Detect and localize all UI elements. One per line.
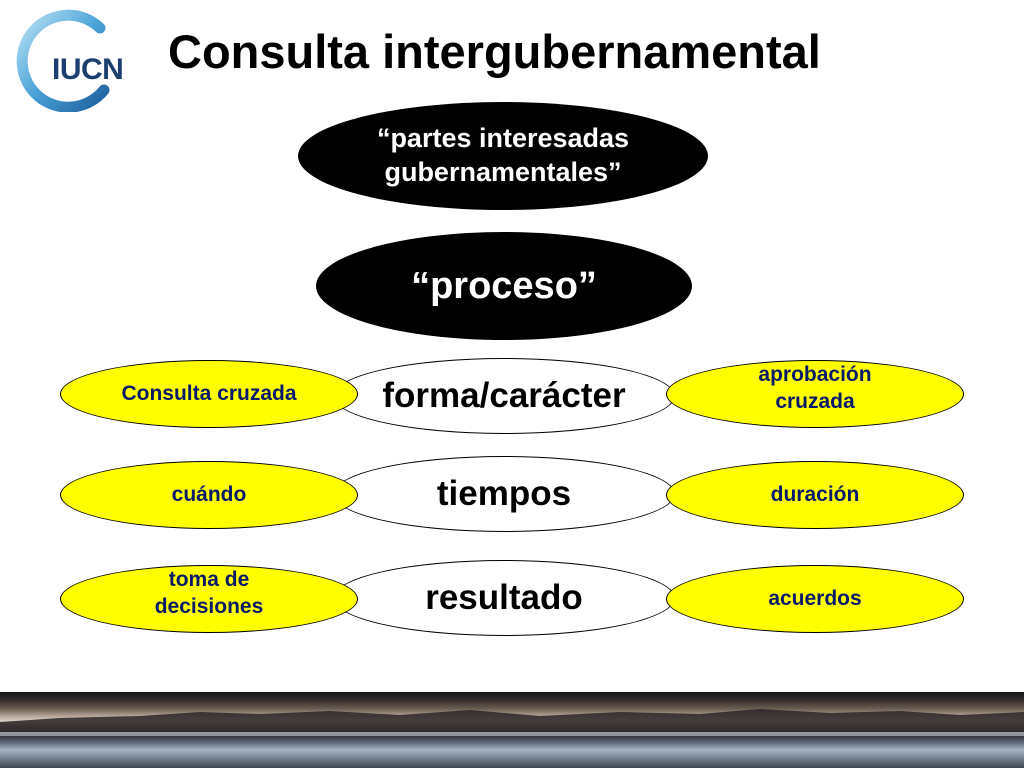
node-aprobacion-line2: cruzada bbox=[775, 390, 855, 413]
node-duracion: duración bbox=[666, 461, 964, 529]
node-aprobacion-cruzada: aprobación cruzada bbox=[666, 360, 964, 428]
node-aprobacion-line1: aprobación bbox=[758, 362, 872, 386]
node-proceso-label: “proceso” bbox=[411, 264, 597, 307]
node-proceso: “proceso” bbox=[316, 232, 692, 340]
node-forma-label: forma/carácter bbox=[382, 376, 626, 415]
node-toma-de-decisiones: toma de decisiones bbox=[60, 565, 358, 633]
landscape-banner bbox=[0, 692, 1024, 768]
node-consulta-cruzada: Consulta cruzada bbox=[60, 360, 358, 428]
node-forma-caracter: forma/carácter bbox=[333, 358, 675, 434]
iucn-logo: IUCN bbox=[12, 8, 124, 113]
node-partes-line1: “partes interesadas bbox=[376, 123, 630, 154]
node-acuerdos: acuerdos bbox=[666, 565, 964, 633]
node-duracion-label: duración bbox=[770, 483, 860, 507]
mountain-silhouette-icon bbox=[0, 709, 1024, 736]
node-tiempos-label: tiempos bbox=[436, 474, 572, 513]
node-acuerdos-label: acuerdos bbox=[768, 587, 862, 611]
node-cuando: cuándo bbox=[60, 461, 358, 529]
node-tiempos: tiempos bbox=[333, 456, 675, 532]
node-consulta-cruzada-label: Consulta cruzada bbox=[121, 382, 297, 406]
node-partes-interesadas: “partes interesadas gubernamentales” bbox=[298, 102, 708, 210]
node-toma-line2: decisiones bbox=[154, 595, 264, 618]
node-resultado: resultado bbox=[333, 560, 675, 636]
logo-text: IUCN bbox=[52, 53, 124, 86]
node-cuando-label: cuándo bbox=[171, 483, 247, 507]
logo-ring-icon bbox=[16, 9, 110, 113]
node-resultado-label: resultado bbox=[425, 578, 583, 617]
page-title: Consulta intergubernamental bbox=[168, 25, 821, 78]
node-toma-line1: toma de bbox=[168, 567, 250, 591]
node-partes-line2: gubernamentales” bbox=[384, 157, 622, 187]
